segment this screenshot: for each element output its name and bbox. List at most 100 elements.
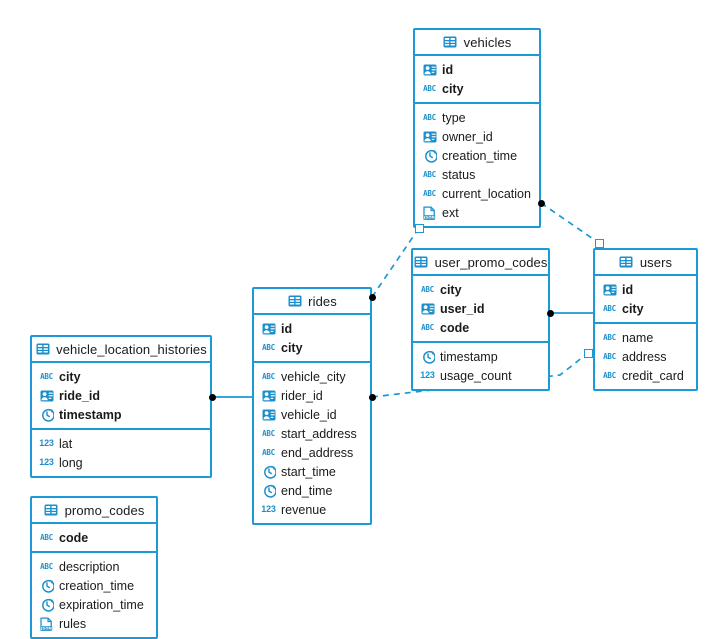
column-row[interactable]: timestamp: [413, 347, 548, 366]
abc-text-icon: ABC: [603, 370, 616, 380]
clock-icon: [39, 578, 54, 593]
column-name: current_location: [442, 186, 531, 201]
column-name: rider_id: [281, 388, 323, 403]
column-name: credit_card: [622, 368, 684, 383]
number-icon: 123: [420, 370, 435, 380]
column-name: city: [442, 81, 464, 96]
column-row[interactable]: ABC vehicle_city: [254, 367, 370, 386]
table-grid-icon: [44, 503, 59, 518]
abc-text-icon: ABC: [262, 342, 275, 352]
abc-text-icon: ABC: [603, 351, 616, 361]
column-name: timestamp: [440, 349, 498, 364]
json-file-icon: JSON: [422, 205, 437, 220]
table-grid-icon: [414, 255, 429, 270]
column-name: vehicle_id: [281, 407, 337, 422]
column-row[interactable]: rider_id: [254, 386, 370, 405]
abc-text-icon: ABC: [40, 561, 53, 571]
column-name: ride_id: [59, 388, 100, 403]
edge-endpoint-dot: [537, 199, 545, 207]
column-name: city: [59, 369, 81, 384]
clock-icon: [261, 464, 276, 479]
column-row[interactable]: expiration_time: [32, 595, 156, 614]
edge-endpoint-dot: [208, 393, 216, 401]
column-row[interactable]: ABC credit_card: [595, 366, 696, 385]
key-card-icon: [422, 129, 437, 144]
table-title: rides: [308, 293, 337, 309]
column-row[interactable]: ABC city: [254, 338, 370, 357]
column-row[interactable]: id: [415, 60, 539, 79]
table-grid-icon: [35, 342, 50, 357]
column-name: city: [281, 340, 303, 355]
table-header-user_promo_codes[interactable]: user_promo_codes: [413, 250, 548, 276]
column-row[interactable]: ABC current_location: [415, 184, 539, 203]
column-row[interactable]: owner_id: [415, 127, 539, 146]
abc-text-icon: ABC: [421, 284, 434, 294]
column-row[interactable]: ride_id: [32, 386, 210, 405]
edge-endpoint-square: [594, 238, 604, 248]
column-row[interactable]: end_time: [254, 481, 370, 500]
column-name: vehicle_city: [281, 369, 346, 384]
column-row[interactable]: ABC description: [32, 557, 156, 576]
table-grid-icon: [619, 255, 634, 270]
column-row[interactable]: creation_time: [415, 146, 539, 165]
column-name: code: [440, 320, 470, 335]
column-row[interactable]: id: [254, 319, 370, 338]
table-header-promo_codes[interactable]: promo_codes: [32, 498, 156, 524]
column-row[interactable]: vehicle_id: [254, 405, 370, 424]
key-card-icon: [420, 301, 435, 316]
column-row[interactable]: user_id: [413, 299, 548, 318]
table-header-users[interactable]: users: [595, 250, 696, 276]
table-header-vehicle_location_histories[interactable]: vehicle_location_histories: [32, 337, 210, 363]
column-row[interactable]: timestamp: [32, 405, 210, 424]
table-title: promo_codes: [64, 502, 145, 518]
column-row[interactable]: id: [595, 280, 696, 299]
key-card-icon: [261, 388, 276, 403]
abc-text-icon: ABC: [40, 532, 53, 542]
column-name: end_address: [281, 445, 354, 460]
clock-icon: [261, 483, 276, 498]
table-header-vehicles[interactable]: vehicles: [415, 30, 539, 56]
column-row[interactable]: start_time: [254, 462, 370, 481]
column-row[interactable]: creation_time: [32, 576, 156, 595]
column-name: rules: [59, 616, 87, 631]
column-name: description: [59, 559, 120, 574]
edge-endpoint-dot: [368, 393, 376, 401]
table-header-rides[interactable]: rides: [254, 289, 370, 315]
key-card-icon: [602, 282, 617, 297]
column-name: id: [442, 62, 454, 77]
column-name: name: [622, 330, 654, 345]
relationship-edge-vehicles-users[interactable]: [540, 202, 600, 244]
clock-icon: [422, 148, 437, 163]
abc-text-icon: ABC: [262, 371, 275, 381]
abc-text-icon: ABC: [423, 188, 436, 198]
